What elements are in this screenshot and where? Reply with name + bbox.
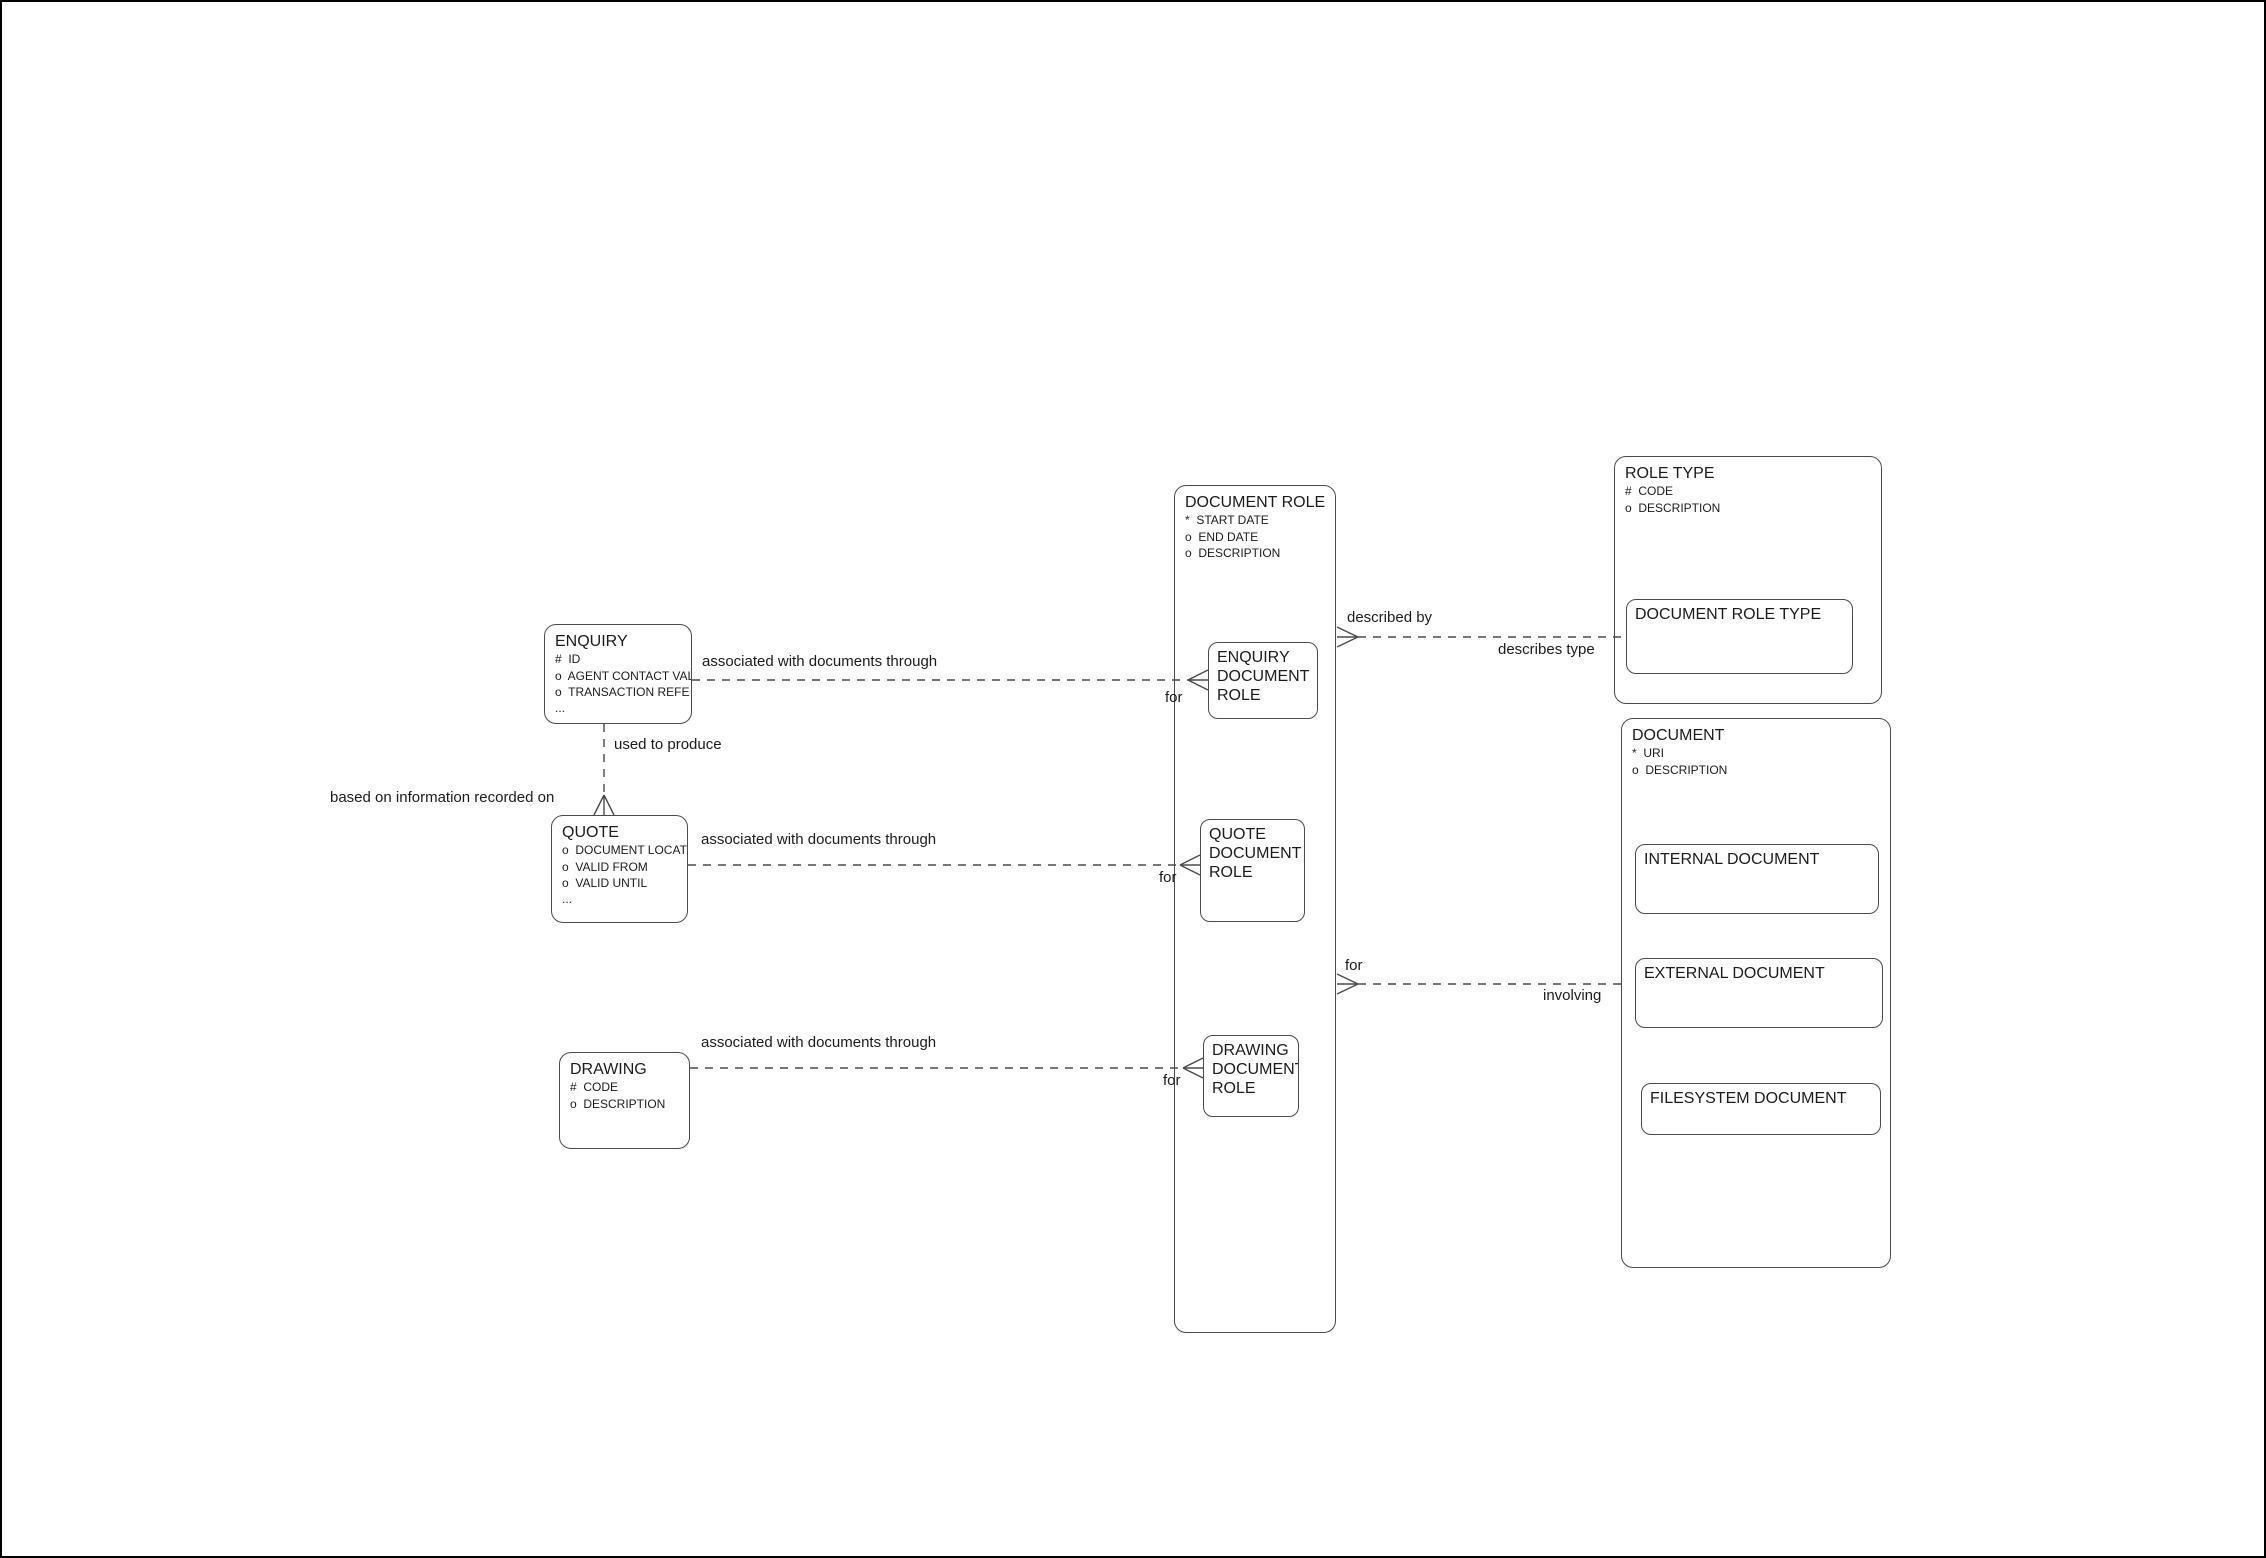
rel-label-drawing-associated-with-documents-through: associated with documents through bbox=[701, 1034, 937, 1051]
entity-document-role-title: DOCUMENT ROLE bbox=[1185, 494, 1326, 511]
entity-document-role-attribute: o DESCRIPTION bbox=[1185, 545, 1281, 560]
entity-document-role[interactable]: DOCUMENT ROLE * START DATE o END DATE o … bbox=[1174, 485, 1336, 1333]
rel-label-used-to-produce: used to produce bbox=[614, 736, 722, 753]
entity-document-attribute: o DESCRIPTION bbox=[1632, 762, 1728, 777]
subtype-enquiry-document-role[interactable]: ENQUIRY DOCUMENT ROLE bbox=[1208, 642, 1318, 719]
rel-label-describes-type: describes type bbox=[1498, 641, 1595, 658]
entity-quote-attribute: ... bbox=[562, 891, 573, 906]
entity-quote-title: QUOTE bbox=[562, 824, 619, 841]
rel-label-enquiry-for: for bbox=[1165, 689, 1183, 706]
rel-label-quote-for: for bbox=[1159, 869, 1177, 886]
entity-document-role-attribute: o END DATE bbox=[1185, 529, 1259, 544]
rel-label-based-on-information-recorded-on: based on information recorded on bbox=[330, 789, 555, 806]
subtype-internal-document[interactable]: INTERNAL DOCUMENT bbox=[1635, 844, 1879, 914]
crow-foot-quote bbox=[593, 794, 615, 816]
rel-label-enquiry-associated-with-documents-through: associated with documents through bbox=[702, 653, 938, 670]
rel-label-quote-associated-with-documents-through: associated with documents through bbox=[701, 831, 937, 848]
crow-foot-document-role-described-by bbox=[1336, 626, 1359, 648]
entity-document-role-attribute: * START DATE bbox=[1185, 513, 1269, 528]
entity-drawing[interactable]: DRAWING # CODE o DESCRIPTION bbox=[559, 1052, 690, 1149]
rel-label-described-by: described by bbox=[1347, 609, 1433, 626]
rel-label-document-for: for bbox=[1345, 957, 1363, 974]
entity-quote-attribute: o VALID FROM bbox=[562, 859, 648, 874]
entity-enquiry[interactable]: ENQUIRY # ID o AGENT CONTACT VAL o TRANS… bbox=[544, 624, 692, 724]
rel-label-drawing-for: for bbox=[1163, 1072, 1181, 1089]
entity-quote-attribute: o VALID UNTIL bbox=[562, 875, 648, 890]
subtype-external-document[interactable]: EXTERNAL DOCUMENT bbox=[1635, 958, 1883, 1028]
entity-role-type-attribute: o DESCRIPTION bbox=[1625, 500, 1721, 515]
crow-foot-document-role-involving bbox=[1336, 973, 1359, 995]
entity-enquiry-attribute: ... bbox=[555, 700, 566, 715]
rel-label-involving: involving bbox=[1543, 987, 1602, 1004]
entity-drawing-attribute: # CODE bbox=[570, 1080, 619, 1095]
entity-enquiry-title: ENQUIRY bbox=[555, 633, 628, 650]
subtype-filesystem-document[interactable]: FILESYSTEM DOCUMENT bbox=[1641, 1083, 1881, 1135]
subtype-document-role-type[interactable]: DOCUMENT ROLE TYPE bbox=[1626, 599, 1853, 674]
entity-role-type-title: ROLE TYPE bbox=[1625, 465, 1715, 482]
entity-document[interactable]: DOCUMENT * URI o DESCRIPTION INTERNAL DO… bbox=[1621, 718, 1891, 1268]
entity-drawing-title: DRAWING bbox=[570, 1061, 647, 1078]
entity-enquiry-attribute: # ID bbox=[555, 652, 581, 667]
entity-role-type[interactable]: ROLE TYPE # CODE o DESCRIPTION DOCUMENT … bbox=[1614, 456, 1882, 704]
entity-drawing-attribute: o DESCRIPTION bbox=[570, 1096, 666, 1111]
entity-enquiry-attribute: o AGENT CONTACT VAL bbox=[555, 668, 692, 683]
entity-quote-attribute: o DOCUMENT LOCAT bbox=[562, 843, 687, 858]
subtype-drawing-document-role[interactable]: DRAWING DOCUMENT ROLE bbox=[1203, 1035, 1299, 1117]
subtype-quote-document-role[interactable]: QUOTE DOCUMENT ROLE bbox=[1200, 819, 1305, 922]
entity-role-type-attribute: # CODE bbox=[1625, 484, 1674, 499]
entity-document-title: DOCUMENT bbox=[1632, 727, 1725, 744]
entity-enquiry-attribute: o TRANSACTION REFE bbox=[555, 684, 690, 699]
entity-quote[interactable]: QUOTE o DOCUMENT LOCAT o VALID FROM o VA… bbox=[551, 815, 688, 923]
entity-document-attribute: * URI bbox=[1632, 746, 1665, 761]
